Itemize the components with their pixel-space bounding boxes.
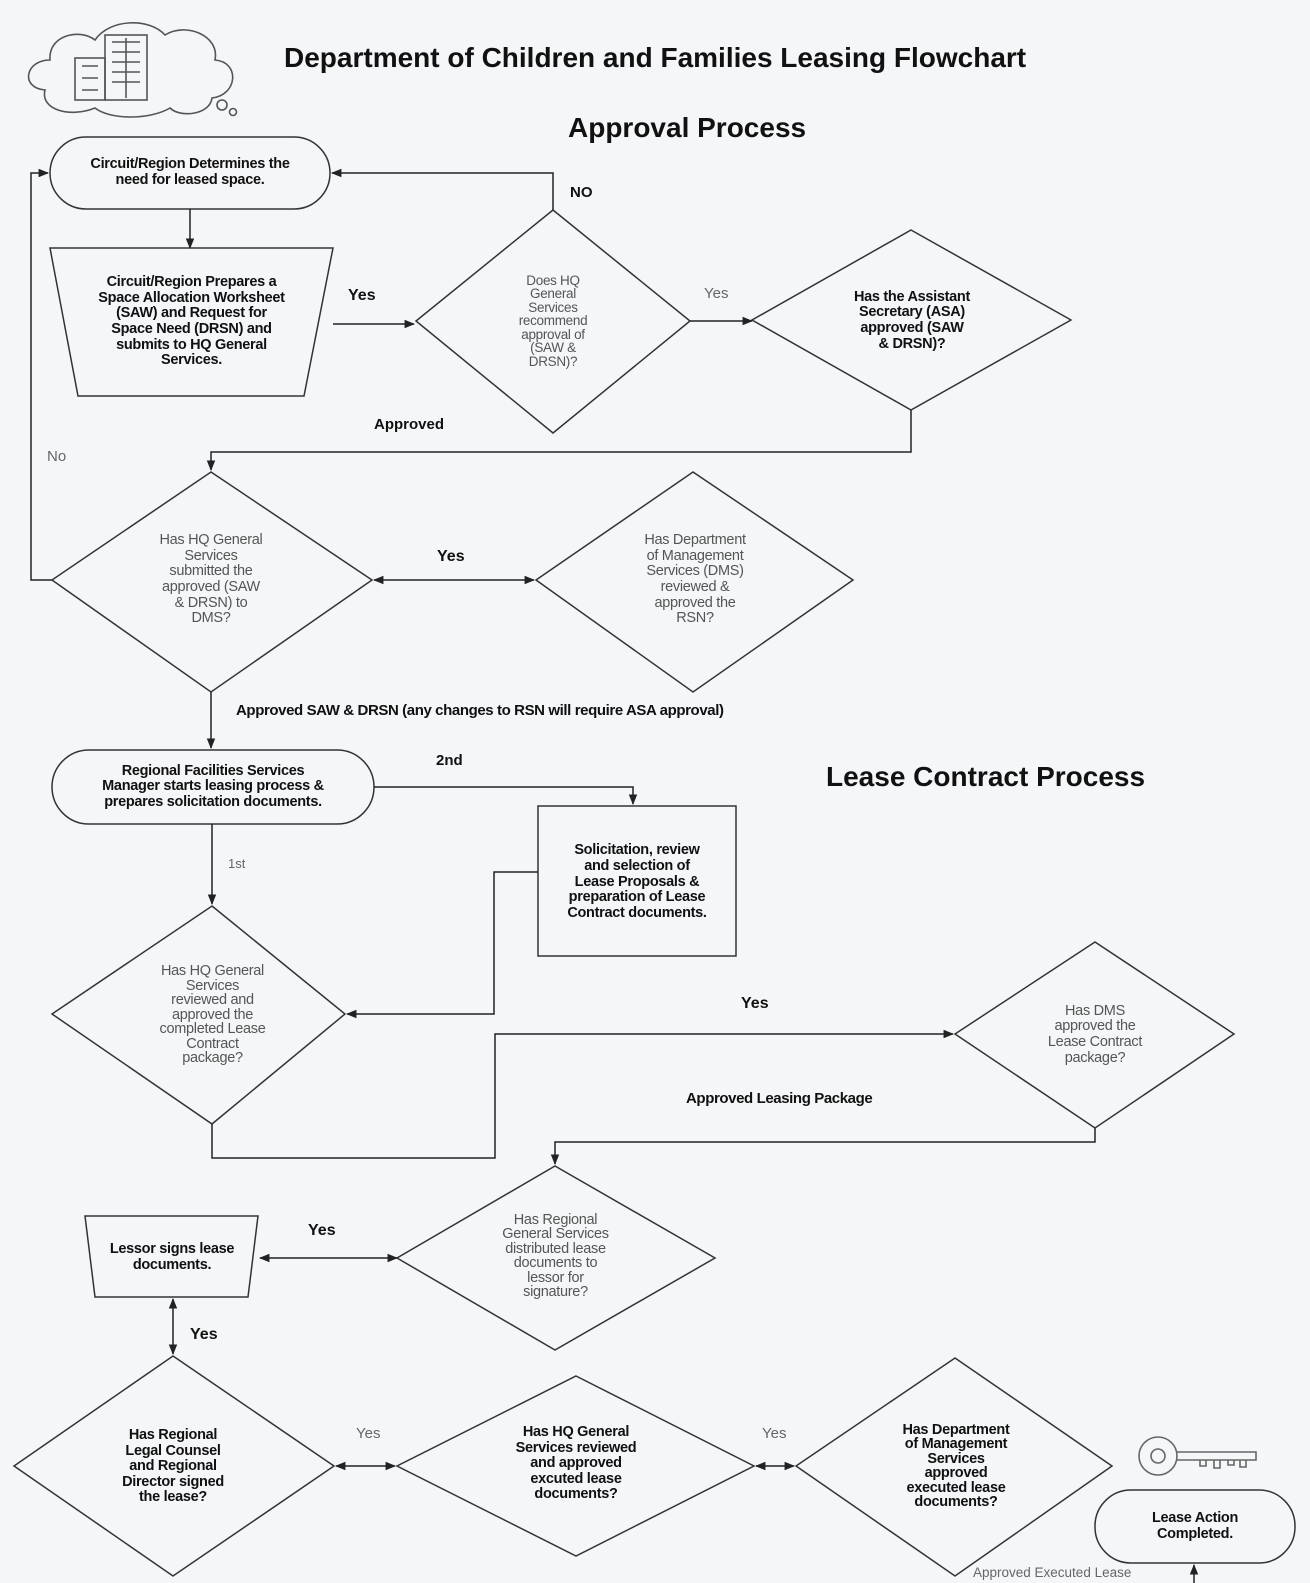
edge-hq-no [330,168,554,210]
node-solicitation [537,805,737,957]
node-text: Lessor signs lease documents. [109,1241,235,1273]
node-lessor-signs [84,1215,259,1298]
edge-label-approved: Approved [374,416,445,433]
edge-label-yes: Yes [762,1425,787,1442]
edge-label-approved-saw: Approved SAW & DRSN (any changes to RSN … [236,702,724,719]
node-text: Has DMS approved the Lease Contract pack… [1047,1002,1143,1066]
node-text: Has Department of Management Services ap… [902,1421,1010,1510]
edge-label-2nd: 2nd [436,752,463,769]
node-text: Circuit/Region Prepares a Space Allocati… [98,274,285,369]
edge-label-approved-package: Approved Leasing Package [686,1090,873,1107]
key-icon [1138,1436,1257,1476]
node-text: Solicitation, review and selection of Le… [567,842,707,921]
edge-label-yes: Yes [308,1222,336,1239]
edge-asa-approved [206,410,912,472]
edge-label-yes: Yes [437,548,465,565]
section-title-approval: Approval Process [568,112,807,143]
node-text: Has HQ General Services reviewed and app… [159,963,266,1067]
node-hq-executed [395,1375,756,1557]
node-text: Has the Assistant Secretary (ASA) approv… [853,288,971,352]
node-text: Has HQ General Services reviewed and app… [515,1423,637,1503]
node-prepare-saw [49,247,334,397]
node-text: Has Department of Management Services (D… [644,532,746,627]
edge-label-yes: Yes [356,1425,381,1442]
node-text: Circuit/Region Determines the need for l… [90,156,290,188]
building-cloud-icon [27,22,238,118]
node-hq-recommend [414,209,692,434]
node-dms-executed [794,1357,1114,1577]
edge-hq-to-dms [211,1029,955,1159]
section-title-lease: Lease Contract Process [826,761,1146,792]
node-text: Lease Action Completed. [1151,1510,1239,1542]
page-title: Department of Children and Families Leas… [284,42,1027,73]
edge-label-yes: Yes [190,1326,218,1343]
node-text: Has HQ General Services submitted the ap… [159,532,263,627]
node-regional-distributed [395,1165,717,1351]
node-text: Regional Facilities Services Manager sta… [102,762,324,810]
edge-label-1st: 1st [228,856,246,871]
node-legal-counsel [12,1355,336,1577]
edge-label-yes: Yes [741,995,769,1012]
edge-label-yes: Yes [348,287,376,304]
node-text: Has Regional General Services distribute… [502,1211,609,1300]
edge-label-no: No [47,448,67,465]
edge-dms-to-regional [550,1128,1096,1166]
edge-2nd [374,786,638,806]
node-text: Has Regional Legal Counsel and Regional … [122,1426,224,1506]
edge-label-no: NO [570,184,593,201]
node-text: Does HQ General Services recommend appro… [518,272,588,369]
edge-label-yes: Yes [704,285,729,302]
edge-label-approved-executed: Approved Executed Lease [973,1565,1132,1580]
edge-no-loop [30,168,52,581]
node-lease-complete [1094,1489,1296,1564]
node-dms-reviewed [534,471,855,693]
edge-solicit-to-hq [345,871,538,1019]
